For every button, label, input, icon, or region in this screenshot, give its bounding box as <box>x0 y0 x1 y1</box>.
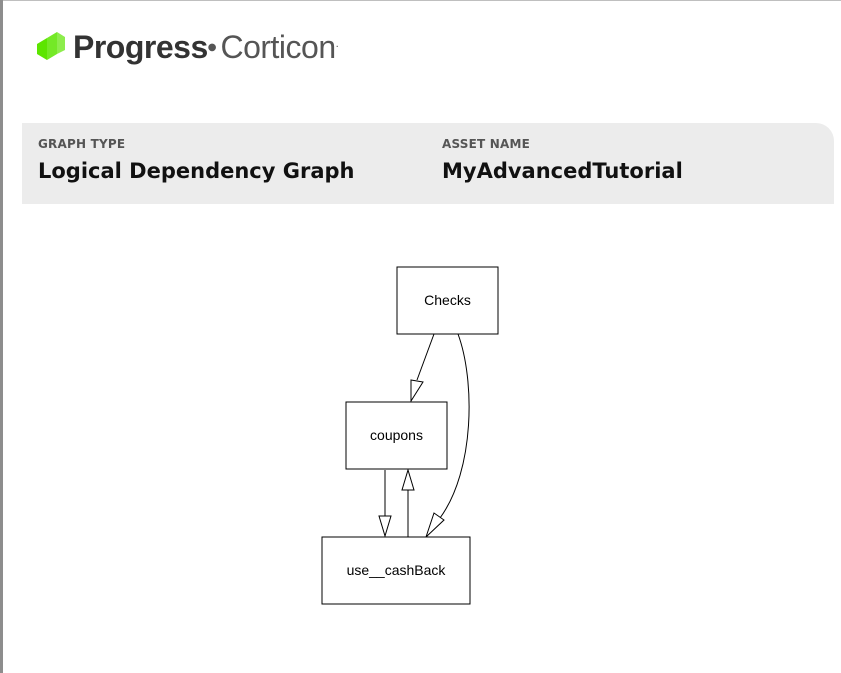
brand-name-light: Corticon <box>220 28 336 65</box>
brand-name-strong: Progress <box>73 28 208 65</box>
edge-cashback-to-coupons-arrowhead <box>401 468 415 491</box>
trademark-dot: · <box>335 41 339 53</box>
graph-info-panel: GRAPH TYPE Logical Dependency Graph ASSE… <box>22 123 834 204</box>
node-coupons-box <box>345 401 448 470</box>
graph-type-label: GRAPH TYPE <box>38 137 126 151</box>
brand-separator-dot: ● <box>207 41 217 53</box>
edge-checks-to-cashback-arrowhead <box>425 512 445 538</box>
asset-name-label: ASSET NAME <box>442 137 531 151</box>
edge-checks-to-coupons <box>416 333 435 381</box>
left-border <box>0 0 3 673</box>
progress-logo-icon <box>37 32 65 60</box>
top-border <box>0 0 841 1</box>
node-cashback[interactable]: use__cashBack <box>321 536 471 605</box>
node-checks[interactable]: Checks <box>396 266 499 335</box>
edge-checks-to-cashback <box>439 333 470 519</box>
node-checks-label: Checks <box>424 292 471 308</box>
edge-checks-to-coupons-arrowhead <box>410 379 424 403</box>
asset-name-value: MyAdvancedTutorial <box>442 159 683 183</box>
node-checks-box <box>396 266 499 335</box>
graph-type-block: GRAPH TYPE Logical Dependency Graph <box>38 137 355 183</box>
brand-header: Progress●Corticon· <box>33 27 339 67</box>
node-coupons[interactable]: coupons <box>345 401 448 470</box>
node-coupons-label: coupons <box>370 427 423 443</box>
graph-type-value: Logical Dependency Graph <box>38 159 355 183</box>
edge-coupons-to-cashback-arrowhead <box>378 515 392 538</box>
node-cashback-label: use__cashBack <box>347 562 447 578</box>
asset-name-block: ASSET NAME MyAdvancedTutorial <box>442 137 683 183</box>
node-cashback-box <box>321 536 471 605</box>
